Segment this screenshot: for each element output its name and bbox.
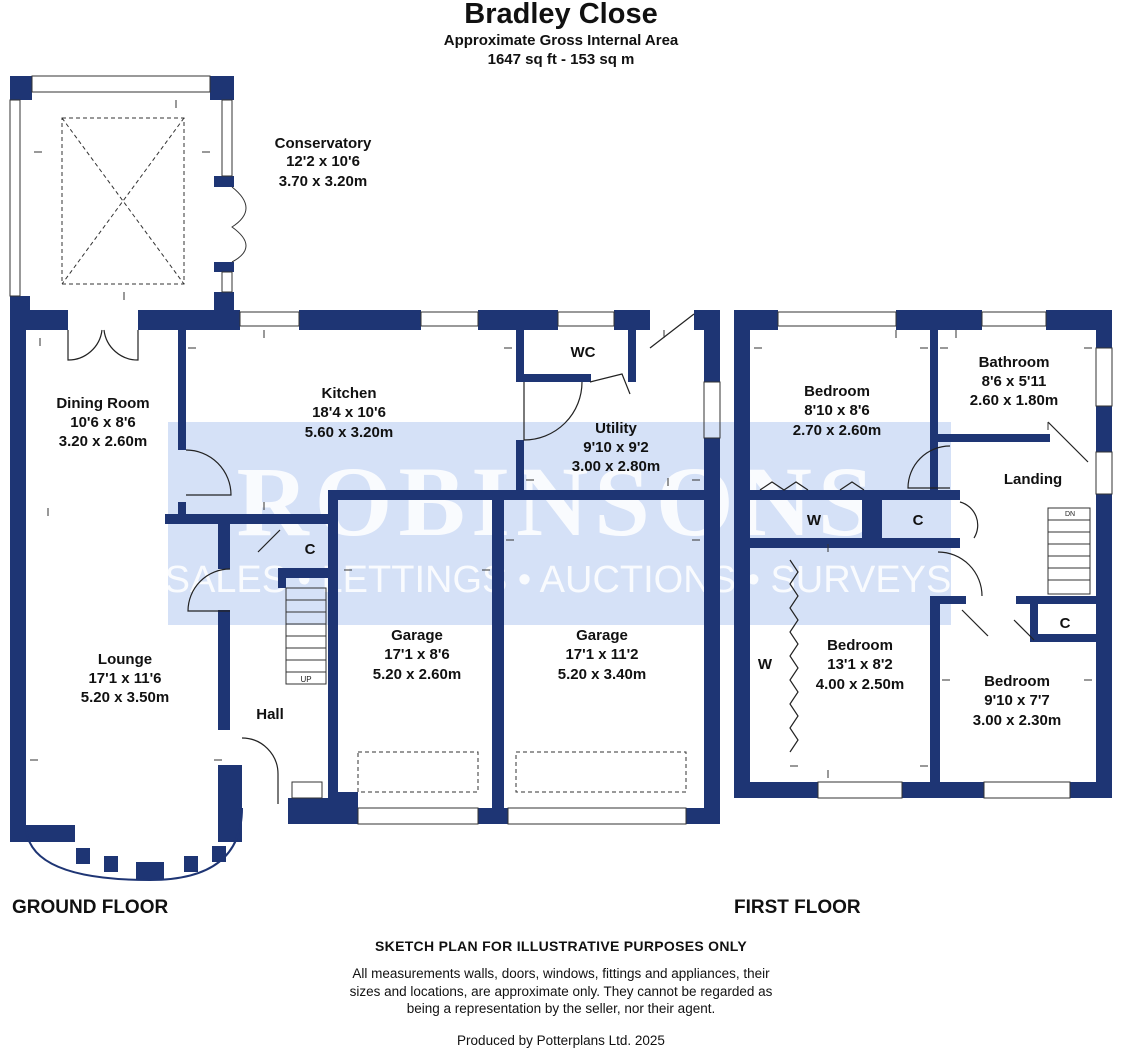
kitchen-imperial: 18'4 x 10'6 (312, 404, 386, 421)
dining-name: Dining Room (56, 395, 149, 412)
bedroom2-metric: 4.00 x 2.50m (816, 676, 904, 693)
cupboard-ground-name: C (305, 541, 316, 558)
bathroom-name: Bathroom (979, 354, 1050, 371)
first-doors (759, 421, 1089, 753)
kitchen-metric: 5.60 x 3.20m (305, 424, 393, 441)
bedroom3-metric: 3.00 x 2.30m (973, 712, 1061, 729)
lounge-metric: 5.20 x 3.50m (81, 689, 169, 706)
ground-floor-label: GROUND FLOOR (12, 897, 169, 918)
wardrobe1-name: W (807, 512, 822, 529)
bedroom1-name: Bedroom (804, 383, 870, 400)
cupboard1-name: C (913, 512, 924, 529)
bedroom3-imperial: 9'10 x 7'7 (984, 692, 1050, 709)
bathroom-imperial: 8'6 x 5'11 (982, 373, 1047, 390)
landing-name: Landing (1004, 471, 1062, 488)
utility-metric: 3.00 x 2.80m (572, 458, 660, 475)
bedroom1-imperial: 8'10 x 8'6 (804, 402, 870, 419)
dimension-arrows (30, 100, 1092, 778)
first-floor-label: FIRST FLOOR (734, 897, 861, 918)
conservatory-imperial: 12'2 x 10'6 (286, 153, 360, 170)
ground-windows (25, 311, 721, 882)
ground-doors (67, 313, 695, 804)
lounge-name: Lounge (98, 651, 152, 668)
stairs-down (1047, 507, 1091, 595)
producer-credit: Produced by Potterplans Ltd. 2025 (457, 1033, 665, 1048)
stairs-up (285, 587, 327, 685)
disclaimer-line-3: being a representation by the seller, no… (406, 1001, 716, 1016)
bedroom3-name: Bedroom (984, 673, 1050, 690)
utility-imperial: 9'10 x 9'2 (583, 439, 649, 456)
disclaimer-line-1: All measurements walls, doors, windows, … (352, 966, 770, 981)
stairs-down-label: DN (1065, 511, 1075, 518)
kitchen-name: Kitchen (321, 385, 376, 402)
ground-floor-walls (10, 76, 720, 880)
disclaimer-line-2: sizes and locations, are approximate onl… (349, 984, 773, 999)
wc-name: WC (571, 344, 596, 361)
first-windows (777, 311, 1113, 799)
bedroom1-metric: 2.70 x 2.60m (793, 422, 881, 439)
dining-imperial: 10'6 x 8'6 (70, 414, 136, 431)
wardrobe2-name: W (758, 656, 773, 673)
garage1-name: Garage (391, 627, 443, 644)
stairs-up-label: UP (300, 675, 311, 684)
garage1-imperial: 17'1 x 8'6 (384, 646, 450, 663)
watermark-tagline: SALES • LETTINGS • AUCTIONS • SURVEYS (165, 559, 952, 601)
first-floor-walls (734, 310, 1112, 798)
lounge-imperial: 17'1 x 11'6 (88, 670, 161, 687)
garage2-metric: 5.20 x 3.40m (558, 666, 646, 683)
hall-name: Hall (256, 706, 284, 723)
plan-title: Bradley Close (464, 0, 658, 30)
utility-name: Utility (595, 420, 637, 437)
bedroom2-imperial: 13'1 x 8'2 (827, 656, 893, 673)
plan-area: 1647 sq ft - 153 sq m (487, 51, 635, 68)
sketch-notice: SKETCH PLAN FOR ILLUSTRATIVE PURPOSES ON… (375, 938, 747, 954)
conservatory-windows (9, 75, 247, 297)
plan-subtitle: Approximate Gross Internal Area (443, 32, 679, 49)
conservatory-name: Conservatory (275, 135, 372, 152)
bedroom2-name: Bedroom (827, 637, 893, 654)
garage2-imperial: 17'1 x 11'2 (565, 646, 638, 663)
cupboard2-name: C (1060, 615, 1071, 632)
garage2-name: Garage (576, 627, 628, 644)
bathroom-metric: 2.60 x 1.80m (970, 392, 1058, 409)
conservatory-metric: 3.70 x 3.20m (279, 173, 367, 190)
dining-metric: 3.20 x 2.60m (59, 433, 147, 450)
garage1-metric: 5.20 x 2.60m (373, 666, 461, 683)
